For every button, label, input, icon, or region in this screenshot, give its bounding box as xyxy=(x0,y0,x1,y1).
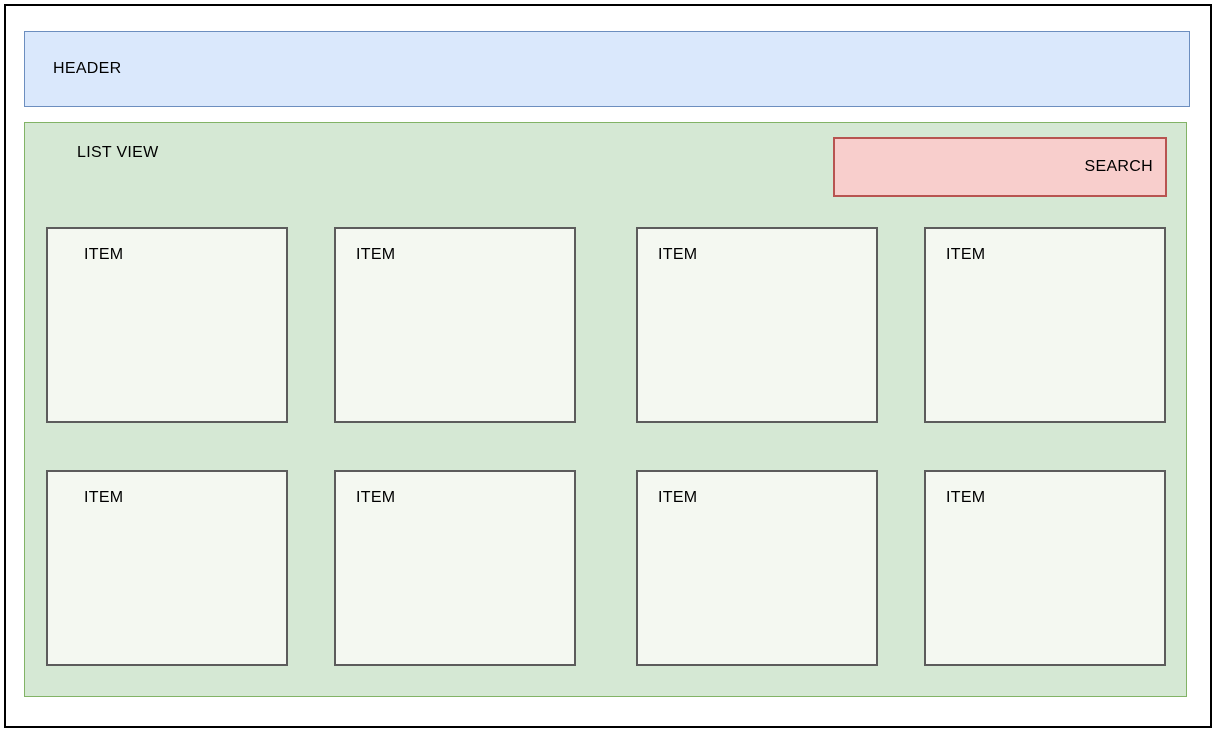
search-label: SEARCH xyxy=(1084,158,1153,175)
list-item[interactable]: ITEM xyxy=(334,470,576,666)
list-view-panel: LIST VIEW SEARCH ITEM ITEM ITEM ITEM ITE… xyxy=(24,122,1187,697)
list-item[interactable]: ITEM xyxy=(334,227,576,423)
item-label: ITEM xyxy=(84,489,124,506)
list-item[interactable]: ITEM xyxy=(924,470,1166,666)
list-item[interactable]: ITEM xyxy=(46,470,288,666)
list-item[interactable]: ITEM xyxy=(636,227,878,423)
item-label: ITEM xyxy=(946,246,986,263)
item-label: ITEM xyxy=(946,489,986,506)
list-item[interactable]: ITEM xyxy=(636,470,878,666)
item-label: ITEM xyxy=(658,489,698,506)
item-label: ITEM xyxy=(658,246,698,263)
item-label: ITEM xyxy=(356,246,396,263)
item-label: ITEM xyxy=(356,489,396,506)
list-item[interactable]: ITEM xyxy=(46,227,288,423)
search-box[interactable]: SEARCH xyxy=(833,137,1167,197)
list-view-label: LIST VIEW xyxy=(77,144,159,161)
list-item[interactable]: ITEM xyxy=(924,227,1166,423)
header-label: HEADER xyxy=(53,60,122,77)
app-window-frame: HEADER LIST VIEW SEARCH ITEM ITEM ITEM I… xyxy=(4,4,1212,728)
item-label: ITEM xyxy=(84,246,124,263)
header-bar: HEADER xyxy=(24,31,1190,107)
